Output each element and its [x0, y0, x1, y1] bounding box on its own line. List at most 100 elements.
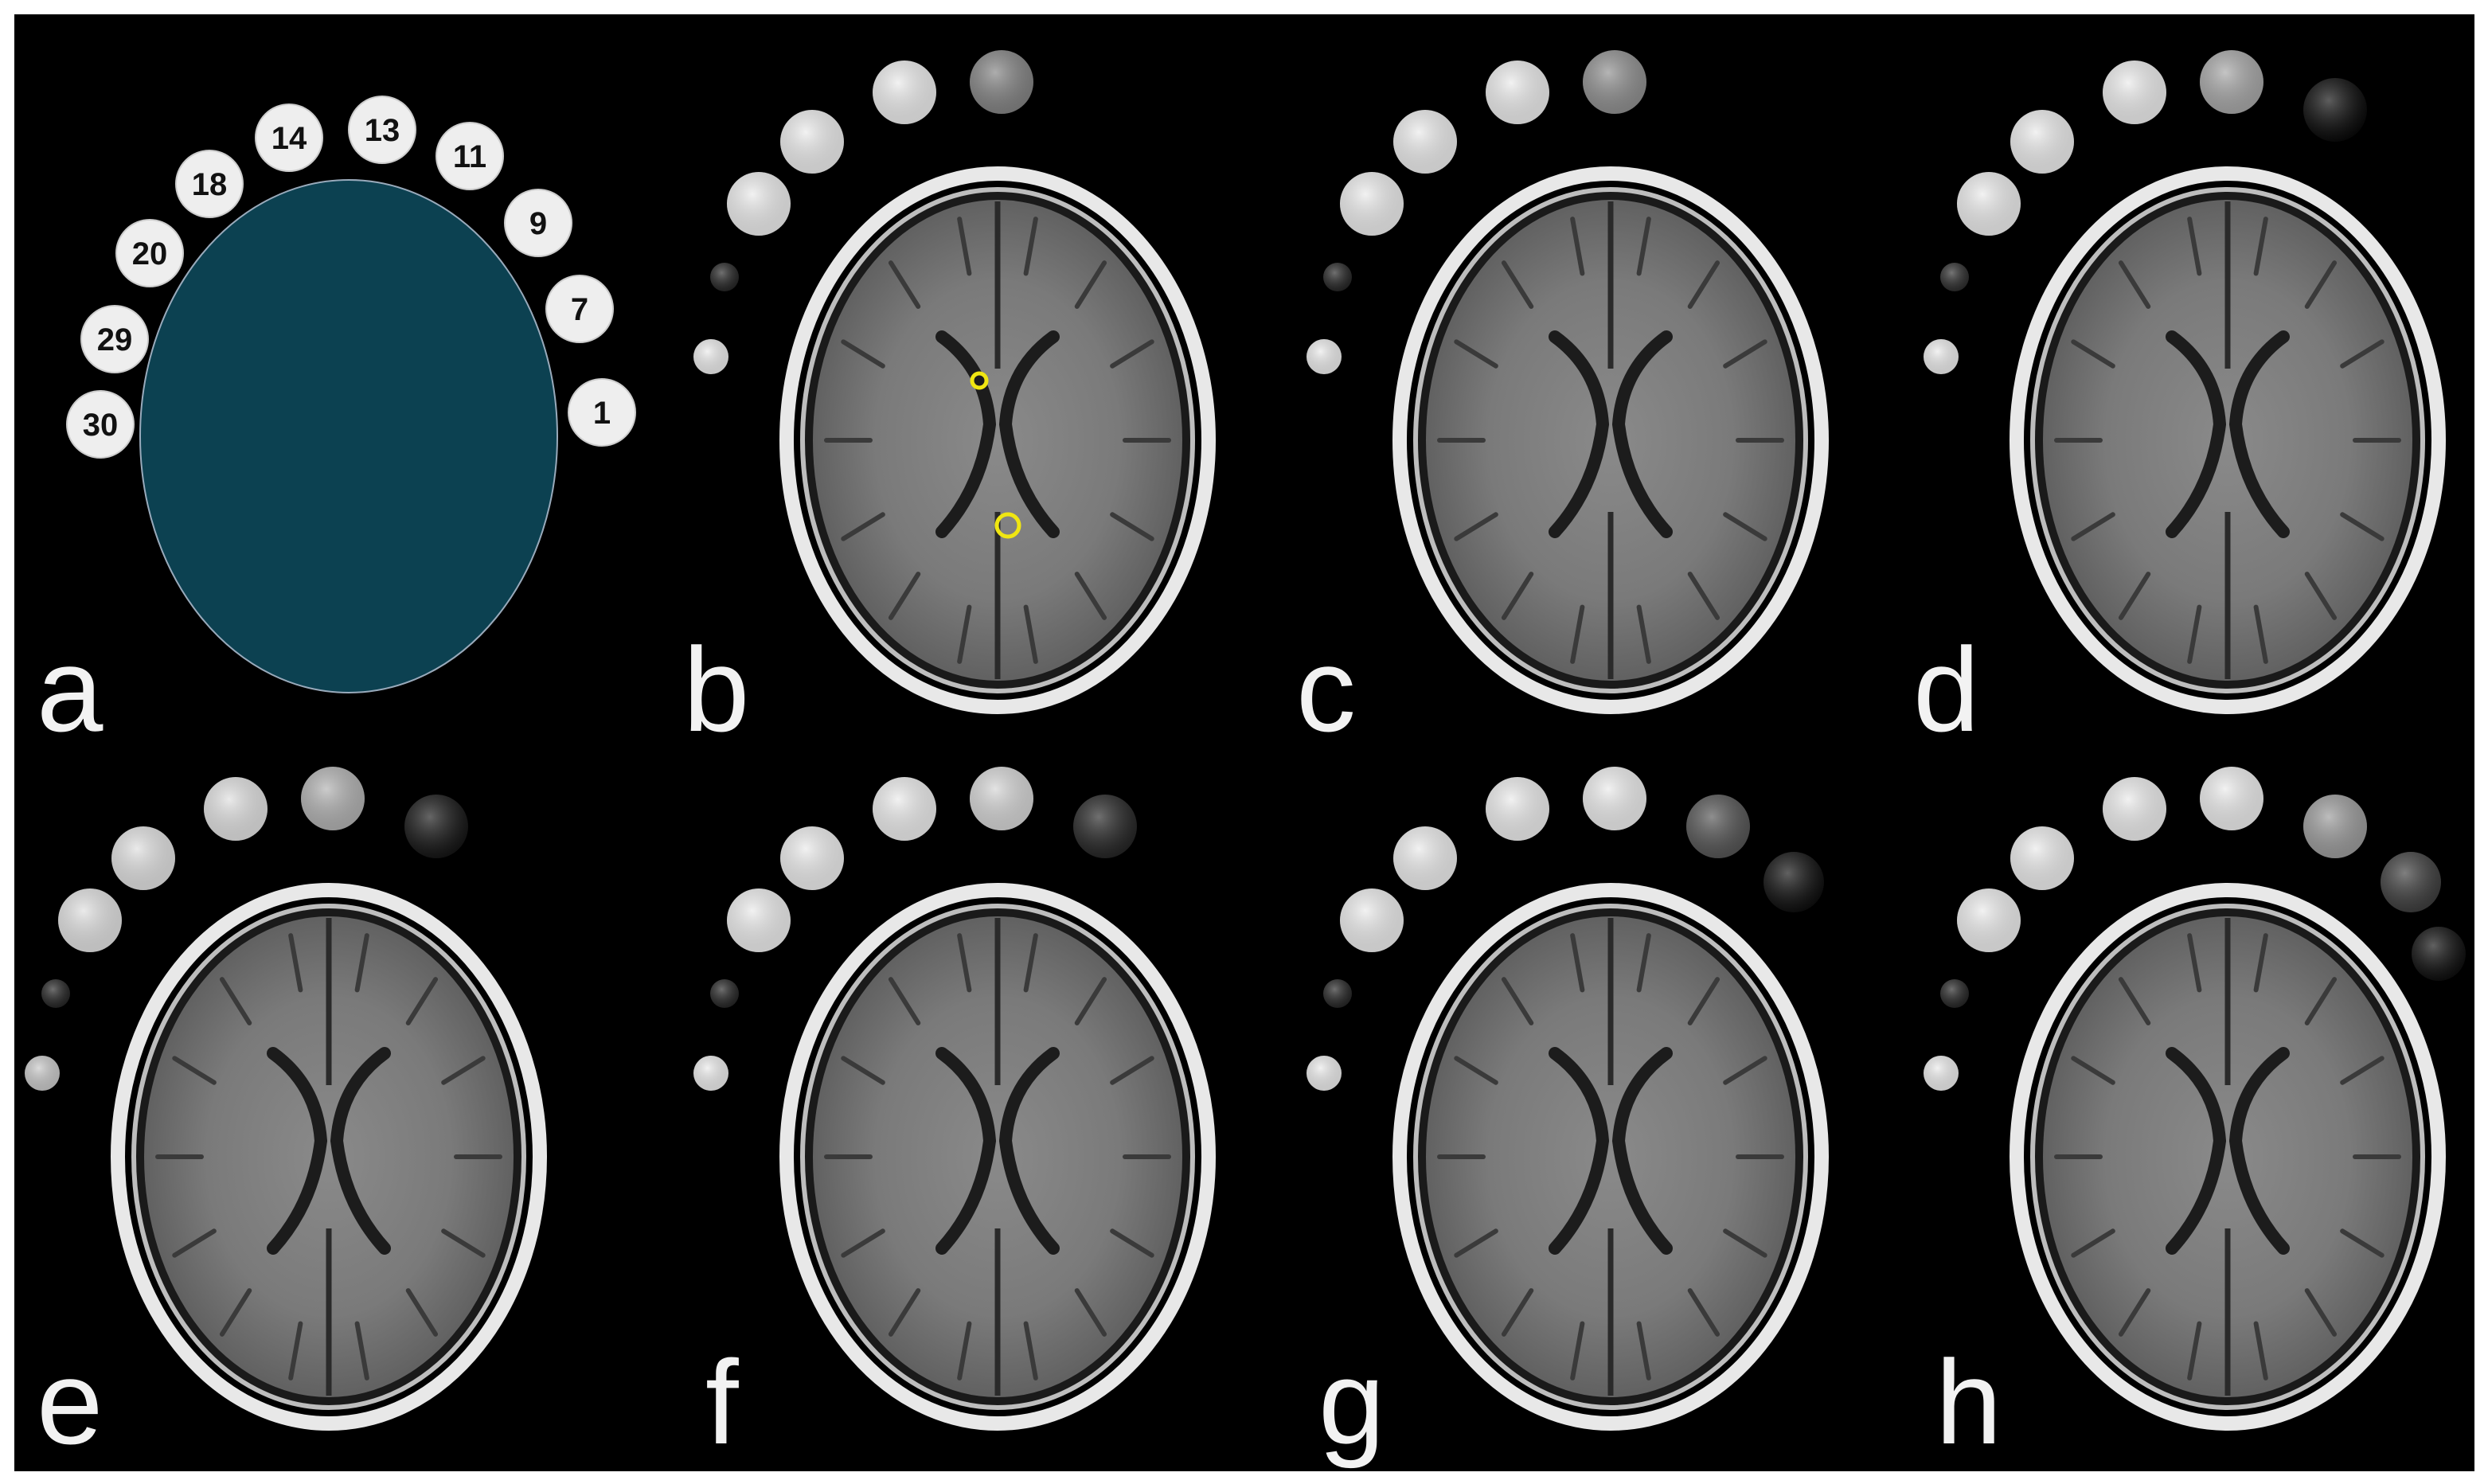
sulcus [219, 977, 252, 1025]
sulcus [172, 1056, 217, 1085]
brain-slice [2010, 166, 2446, 714]
vial-shading [1306, 339, 1342, 374]
skull-outline [1392, 166, 1829, 714]
sulcus [957, 604, 972, 664]
brain-slice [779, 883, 1216, 1431]
vial-label-29: 29 [80, 305, 149, 373]
vial-shading [1583, 50, 1646, 114]
sulcus [1023, 604, 1038, 664]
vial-shading [58, 888, 122, 952]
right-ventricle [330, 1047, 391, 1255]
sulcus [1636, 217, 1651, 276]
brain-tissue [813, 916, 1182, 1397]
left-ventricle [1549, 330, 1610, 538]
vial-shading [2303, 795, 2367, 858]
brain-tissue [2043, 200, 2412, 681]
left-ventricle [935, 1047, 997, 1255]
vial-number: 7 [571, 292, 588, 327]
panel-letter-a: a [37, 623, 104, 756]
vial-shading [1340, 172, 1404, 236]
sulcus [888, 977, 921, 1025]
sulcus [888, 572, 921, 620]
sulcus [288, 1321, 303, 1381]
vial-shading [1957, 172, 2021, 236]
sulcus [1023, 217, 1038, 276]
skull-outline [779, 883, 1216, 1431]
sulcus [1454, 1056, 1498, 1085]
vial-shading [727, 172, 791, 236]
vial-shading [1393, 110, 1457, 174]
sulcus [405, 1288, 439, 1337]
sulcus [2253, 933, 2268, 993]
sulcus [1110, 512, 1154, 541]
vial-label-1: 1 [568, 378, 636, 447]
sulcus [2071, 512, 2115, 541]
brain-slice [779, 166, 1216, 714]
vial-shading [1486, 777, 1549, 841]
vial-circle [435, 122, 504, 190]
sulcus [841, 1056, 885, 1085]
vial-circle [66, 390, 135, 459]
vial-shading [710, 979, 739, 1008]
panel-letter-c: c [1296, 623, 1356, 756]
sulcus [2118, 260, 2151, 309]
brain-tissue [813, 200, 1182, 681]
sulcus [1687, 1288, 1721, 1337]
vial-shading [2010, 826, 2074, 890]
skull-outline [2010, 166, 2446, 714]
phantom-ellipse [139, 179, 558, 693]
vial-shading [1340, 888, 1404, 952]
vial-number: 1 [593, 396, 611, 431]
vial-shading [780, 826, 844, 890]
vial-shading [970, 767, 1033, 830]
vial-shading [710, 263, 739, 291]
panel-letter-b: b [683, 623, 749, 756]
sulcus [2187, 604, 2202, 664]
sulcus [888, 260, 921, 309]
sulcus [1454, 1228, 1498, 1258]
sulcus [2187, 217, 2202, 276]
vial-number: 13 [365, 113, 400, 148]
vial-shading [1940, 263, 1969, 291]
sulcus [1723, 1056, 1767, 1085]
left-ventricle [1549, 1047, 1610, 1255]
vial-shading [204, 777, 268, 841]
vial-circle [568, 378, 636, 447]
sulcus [957, 1321, 972, 1381]
vial-shading [2103, 777, 2166, 841]
sulcus [1454, 339, 1498, 369]
vial-circle [348, 96, 416, 164]
sulcus [354, 1321, 369, 1381]
left-ventricle [935, 330, 997, 538]
vial-shading [1583, 767, 1646, 830]
vial-shading [41, 979, 70, 1008]
panel-letter-d: d [1913, 623, 1979, 756]
vial-shading [2381, 852, 2441, 912]
sulcus [1074, 260, 1107, 309]
vial-label-7: 7 [545, 275, 614, 343]
panel-letter-f: f [705, 1335, 739, 1469]
sulcus [2304, 572, 2338, 620]
brain-tissue [2043, 916, 2412, 1397]
vial-label-20: 20 [115, 219, 184, 287]
vial-shading [404, 795, 468, 858]
sulcus [172, 1228, 217, 1258]
vial-shading [970, 50, 1033, 114]
sulcus [1570, 1321, 1585, 1381]
vial-circle [115, 219, 184, 287]
sulcus [1636, 933, 1651, 993]
vial-shading [1323, 263, 1352, 291]
vial-shading [1940, 979, 1969, 1008]
vial-shading [2200, 767, 2263, 830]
sulcus [1723, 512, 1767, 541]
skull-outline [111, 883, 547, 1431]
panel-e: e [25, 767, 547, 1469]
sulcus [1110, 339, 1154, 369]
skull-outline [1392, 883, 1829, 1431]
sulcus [2340, 1228, 2384, 1258]
sulcus [1110, 1228, 1154, 1258]
sulcus [2253, 217, 2268, 276]
sulcus [1074, 572, 1107, 620]
panel-b: b [683, 50, 1216, 756]
